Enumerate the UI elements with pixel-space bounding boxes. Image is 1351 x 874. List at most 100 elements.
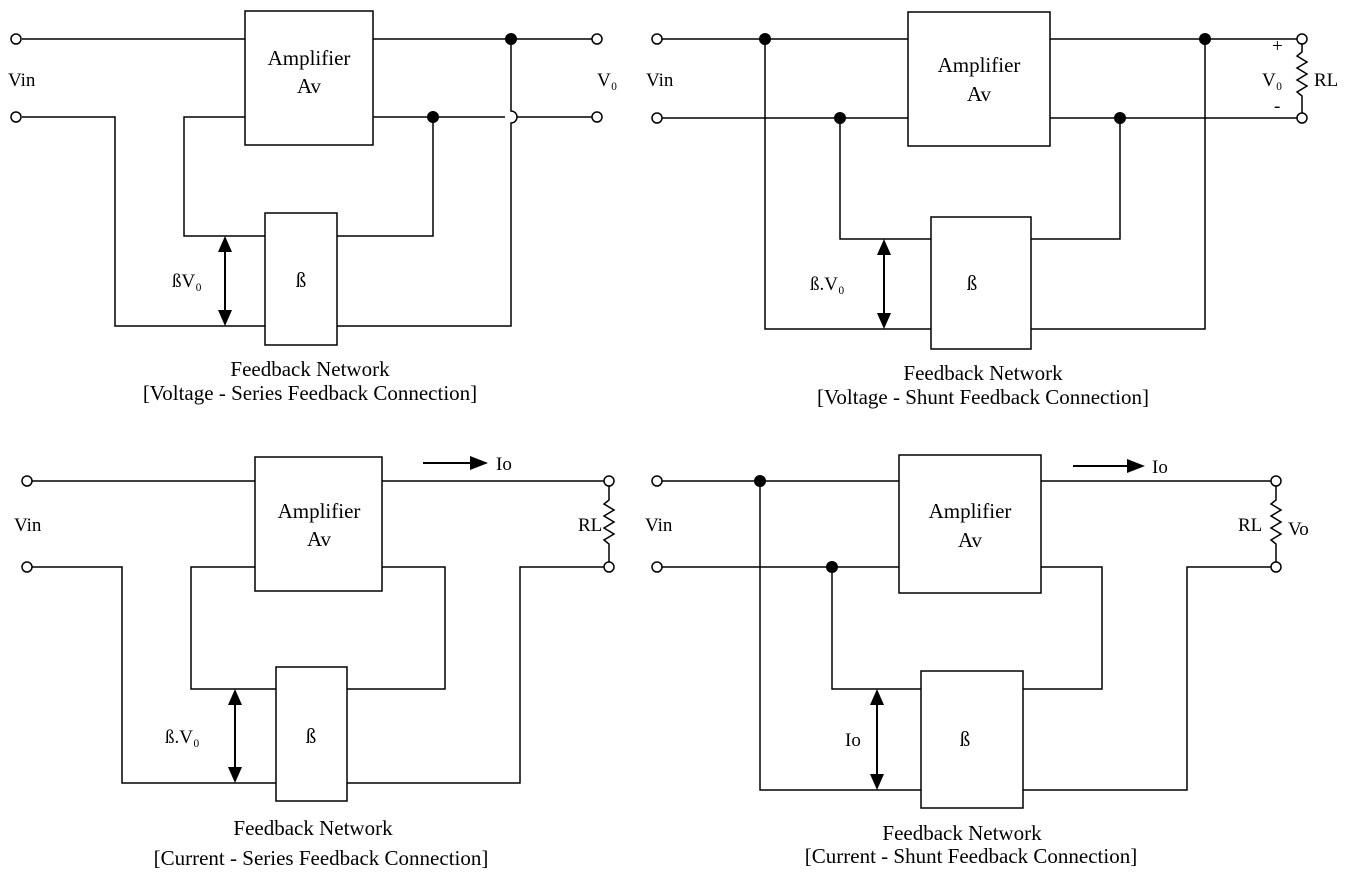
amplifier-block [244,10,374,146]
amplifier-title: Amplifier [268,46,351,70]
input-label: Vin [646,70,674,91]
input-label: Vin [14,515,42,536]
amp-to-beta-right-wire [347,566,446,690]
junction-dot [1114,112,1126,124]
beta-label: ß [306,724,317,748]
beta-to-top-output-wire [1031,39,1206,330]
current-label: Io [1152,457,1168,478]
caption-line-2: [Current - Shunt Feedback Connection] [805,844,1137,868]
junction-dot [505,33,517,45]
arrow-head-up-icon [228,689,242,705]
beta-block [930,216,1032,350]
input-terminal [21,561,33,573]
input-label: Vin [8,70,36,91]
amp-to-beta-wire [183,116,265,237]
arrow-head-right-icon [470,456,488,470]
caption-line-1: Feedback Network [233,816,393,840]
load-label: RL [578,515,602,536]
current-label: Io [496,454,512,475]
caption-line-2: [Current - Series Feedback Connection] [154,846,489,870]
amp-to-beta-right-wire [1023,566,1103,690]
caption-line-2: [Voltage - Series Feedback Connection] [143,381,477,405]
beta-label: ß [960,727,971,751]
panel-current-shunt: Amplifier Av ß Io Io Vin RL Vo Feedback … [645,454,1309,868]
output-label: V₀ [597,70,617,91]
feedback-signal-label: ßV₀ [172,271,202,292]
input-to-beta-wire [839,118,931,240]
junction-dot [1199,33,1211,45]
amplifier-title: Amplifier [278,499,361,523]
amplifier-block [898,454,1042,594]
beta-block [275,666,348,802]
amplifier-gain: Av [958,528,983,552]
amplifier-block [254,456,383,592]
panel-current-series: Amplifier Av ß ß.V₀ Io Vin RL Feedback N… [14,454,616,870]
output-terminal [591,33,603,45]
arrow-head-down-icon [877,313,891,329]
load-resistor-icon [602,486,616,562]
amplifier-block [907,11,1051,147]
output-terminal [1270,561,1282,573]
arrow-head-down-icon [228,767,242,783]
output-terminal [603,561,615,573]
input-terminal [651,475,663,487]
arrow-head-up-icon [877,239,891,255]
output-terminal [1296,33,1308,45]
load-resistor-icon [1295,44,1309,113]
beta-block [920,670,1024,809]
panel-voltage-series: Amplifier Av ß ßV₀ Vin V₀ Feedback Netwo… [8,10,617,405]
arrow-head-down-icon [870,774,884,790]
panel-voltage-shunt: Amplifier Av ß ß.V₀ Vin + V₀ - RL Feedba… [646,11,1338,409]
crossover-hop [337,105,518,327]
arrow-head-down-icon [218,310,232,326]
feedback-signal-label: ß.V₀ [165,727,200,748]
amplifier-gain: Av [967,82,992,106]
input-terminal [10,33,22,45]
caption-line-1: Feedback Network [882,821,1042,845]
junction-dot [826,561,838,573]
beta-to-output-wire [337,117,434,237]
beta-label: ß [296,268,307,292]
arrow-head-up-icon [218,236,232,252]
input-to-beta-wire [831,567,921,690]
output-label: V₀ [1262,70,1282,91]
amplifier-gain: Av [307,527,332,551]
amplifier-title: Amplifier [938,53,1021,77]
output-terminal [591,111,603,123]
output-terminal [1270,475,1282,487]
caption-line-1: Feedback Network [230,357,390,381]
beta-to-load-wire [347,566,604,784]
input-terminal [21,475,33,487]
amp-to-beta-wire [190,566,276,690]
output-minus: - [1274,96,1280,117]
amplifier-title: Amplifier [929,499,1012,523]
input-terminal [651,112,663,124]
input-label: Vin [645,515,673,536]
shunt-input-wire [759,481,921,791]
junction-dot [427,111,439,123]
input-terminal [651,561,663,573]
output-plus: + [1272,36,1283,57]
junction-dot [759,33,771,45]
junction-dot [754,475,766,487]
load-resistor-icon [1269,486,1283,562]
bottom-input-wire [32,566,276,784]
beta-label: ß [967,271,978,295]
load-label: RL [1314,70,1338,91]
amplifier-gain: Av [297,74,322,98]
caption-line-2: [Voltage - Shunt Feedback Connection] [817,385,1149,409]
junction-dot [834,112,846,124]
load-label: RL [1238,515,1262,536]
feedback-signal-label: ß.V₀ [810,274,845,295]
input-terminal [651,33,663,45]
output-terminal [1296,112,1308,124]
input-terminal [10,111,22,123]
arrow-head-right-icon [1127,459,1145,473]
bottom-input-wire [22,116,265,327]
shunt-input-wire [764,39,931,330]
beta-block [264,212,338,346]
feedback-signal-label: Io [845,730,861,751]
beta-to-output-wire [1031,118,1121,240]
caption-line-1: Feedback Network [903,361,1063,385]
